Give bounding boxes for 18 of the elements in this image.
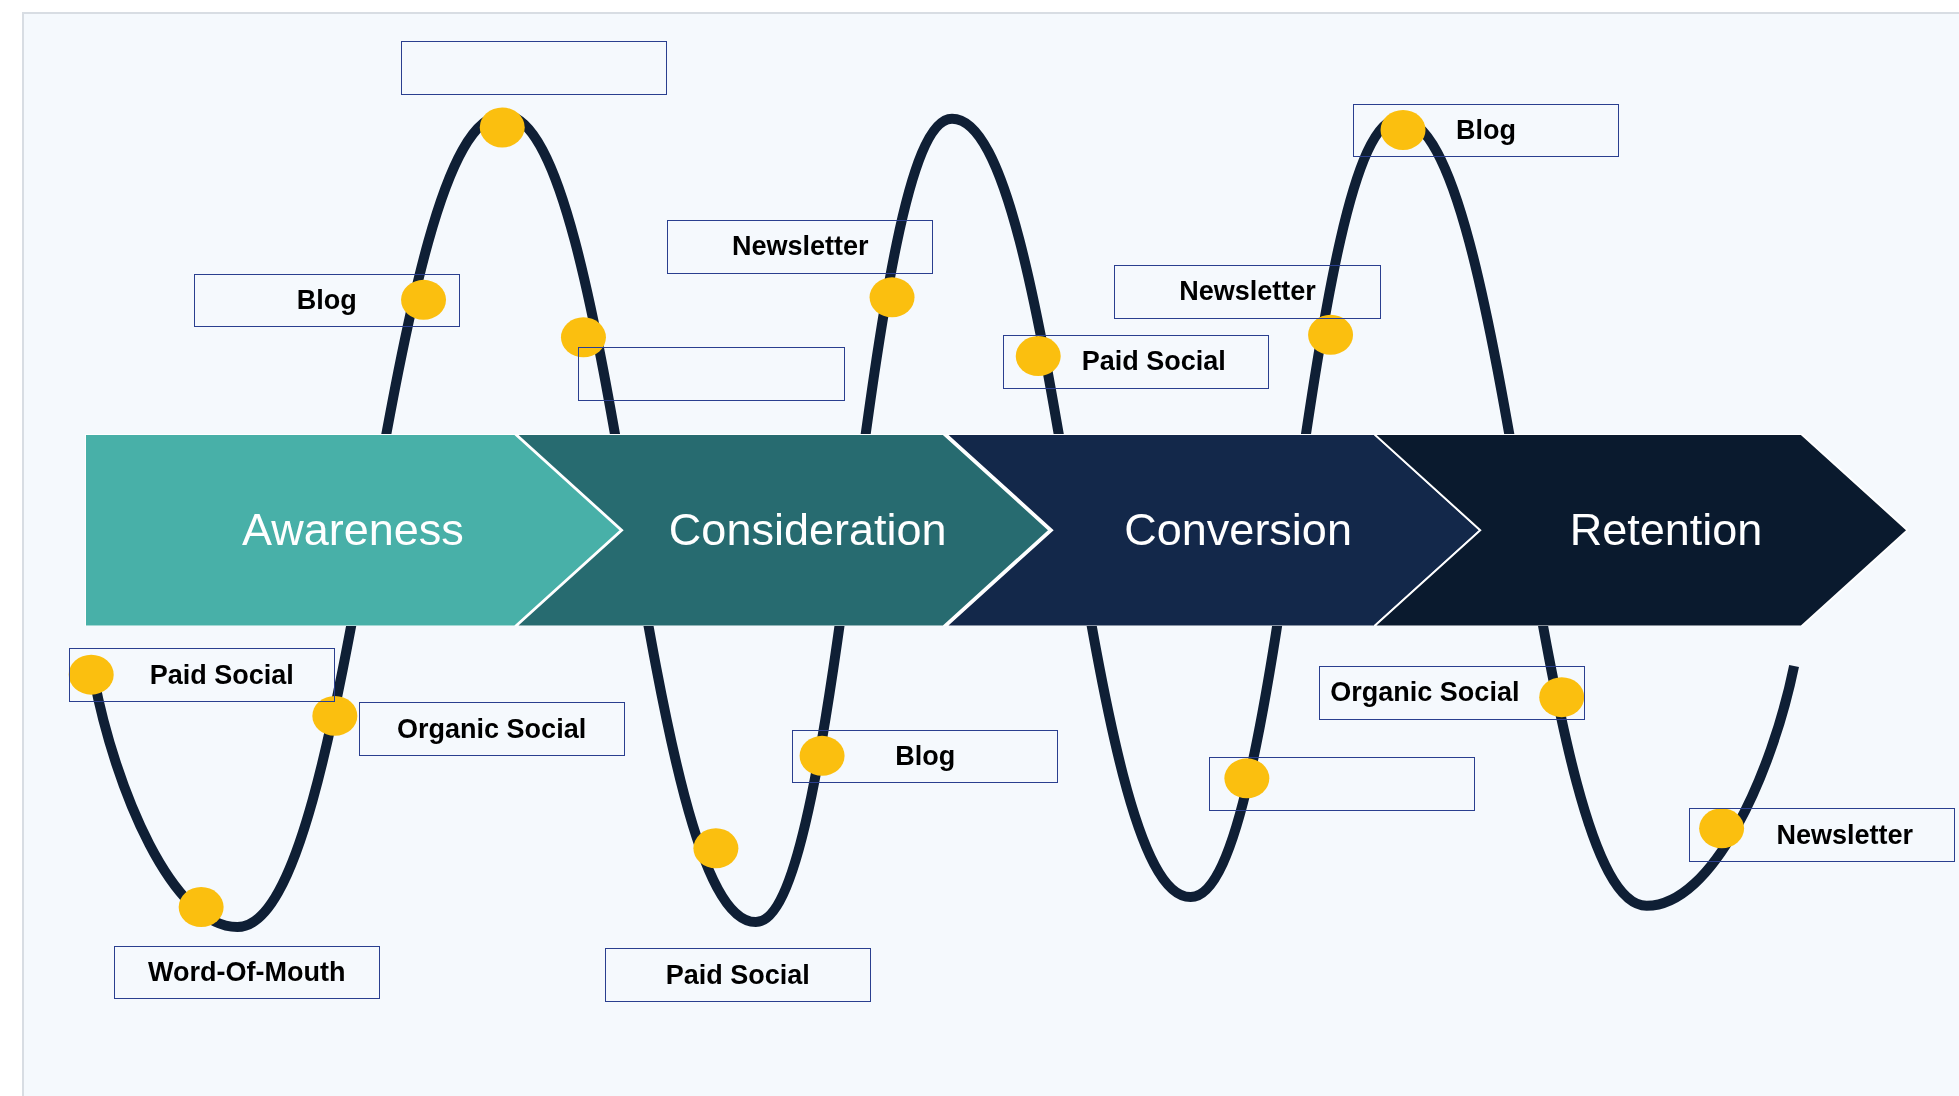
channel-label: Organic Social	[1319, 665, 1586, 720]
channel-label: Paid Social	[604, 948, 871, 1002]
channel-label: Newsletter	[667, 219, 934, 274]
stage-segment: Retention	[1374, 433, 1908, 626]
empty-label-box	[1209, 757, 1476, 811]
channel-label: Organic Social	[358, 702, 625, 756]
empty-label-box	[401, 41, 668, 95]
channel-label: Newsletter	[1114, 264, 1381, 319]
empty-label-box	[578, 347, 845, 402]
channel-label: Blog	[193, 273, 460, 328]
channel-label: Newsletter	[1689, 808, 1956, 863]
stage-segment: Consideration	[516, 433, 1050, 626]
channel-label: Blog	[792, 729, 1059, 784]
channel-label: Paid Social	[68, 648, 335, 703]
channel-label: Blog	[1353, 103, 1620, 158]
channel-label: Paid Social	[1003, 334, 1270, 389]
stage-segment: Conversion	[945, 433, 1481, 626]
channel-label: Word-Of-Mouth	[113, 945, 380, 1000]
